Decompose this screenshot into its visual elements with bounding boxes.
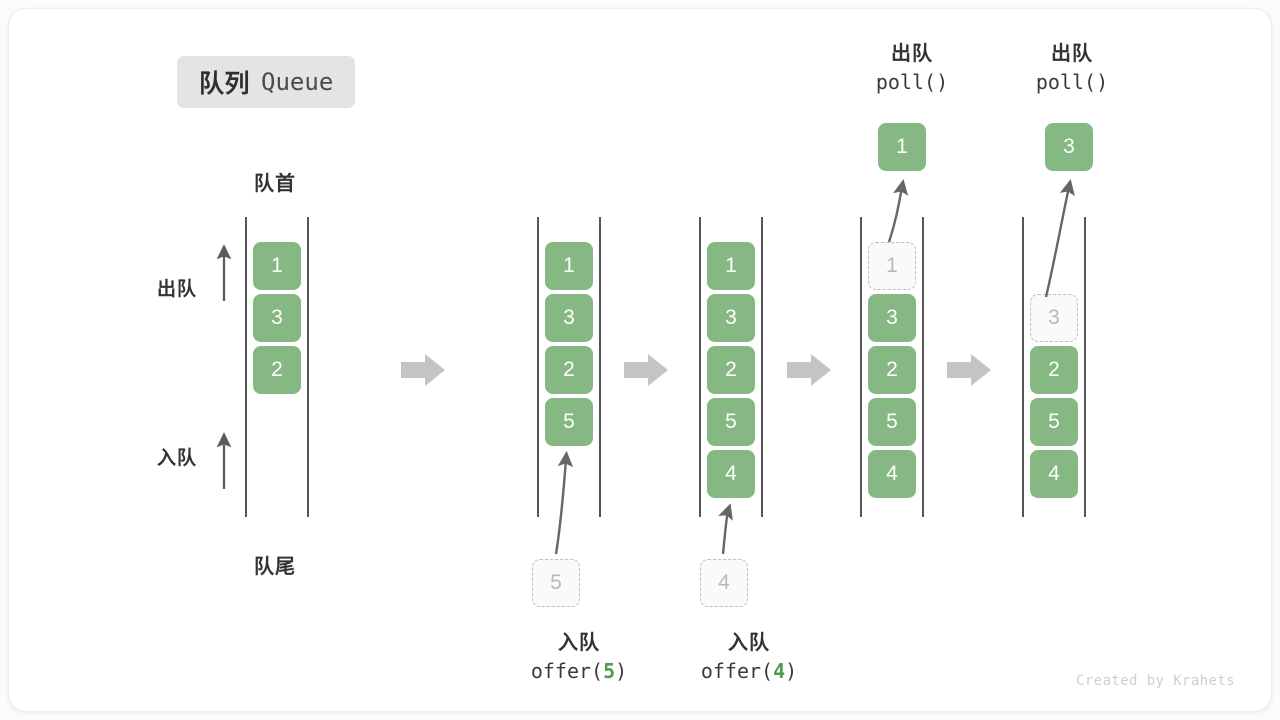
- flow-arrow-1: [401, 354, 445, 386]
- queue-rail-right: [922, 217, 924, 517]
- queue-cell: 2: [868, 346, 916, 394]
- queue-cell: 1: [868, 242, 916, 290]
- queue-rail-right: [307, 217, 309, 517]
- code-suffix: ): [615, 659, 628, 684]
- queue-rail-left: [1022, 217, 1024, 517]
- operation-label-chinese: 入队: [558, 632, 600, 654]
- code-suffix: ): [936, 70, 949, 95]
- pending-element-box-offer-4: 4: [700, 559, 748, 607]
- operation-label-code: poll(): [822, 68, 1002, 96]
- operation-label-offer-5: 入队 offer(5): [489, 629, 669, 686]
- queue-cell: 5: [868, 398, 916, 446]
- watermark: Created by Krahets: [1076, 673, 1235, 689]
- code-argument: 4: [773, 659, 786, 684]
- enqueue-direction-label: 入队: [156, 448, 197, 469]
- queue-cell: 1: [253, 242, 301, 290]
- pending-element-box-offer-5: 5: [532, 559, 580, 607]
- popped-element-box-poll-3: 3: [1045, 123, 1093, 171]
- vector-overlay: [216, 178, 1075, 555]
- operation-label-code: poll(): [982, 68, 1162, 96]
- queue-rail-right: [761, 217, 763, 517]
- queue-head-label: 队首: [254, 173, 296, 195]
- operation-label-chinese: 出队: [891, 43, 933, 65]
- operation-label-code: offer(5): [489, 657, 669, 685]
- queue-cell: 3: [707, 294, 755, 342]
- queue-cell: 5: [1030, 398, 1078, 446]
- queue-cell: 2: [545, 346, 593, 394]
- popped-element-box-poll-1: 1: [878, 123, 926, 171]
- queue-tail-label: 队尾: [254, 556, 296, 578]
- queue-cell: 1: [707, 242, 755, 290]
- operation-label-offer-4: 入队 offer(4): [659, 629, 839, 686]
- flow-arrow-3: [787, 354, 831, 386]
- queue-cell: 2: [1030, 346, 1078, 394]
- code-suffix: ): [1096, 70, 1109, 95]
- code-prefix: offer(: [700, 659, 774, 684]
- operation-label-code: offer(4): [659, 657, 839, 685]
- title-chinese: 队列: [199, 70, 251, 98]
- operation-label-chinese: 入队: [728, 632, 770, 654]
- queue-rail-left: [699, 217, 701, 517]
- queue-cell: 5: [545, 398, 593, 446]
- queue-cell: 5: [707, 398, 755, 446]
- operation-label-poll-3: 出队 poll(): [982, 40, 1162, 97]
- operation-label-poll-1: 出队 poll(): [822, 40, 1002, 97]
- queue-cell: 2: [253, 346, 301, 394]
- queue-cell: 4: [707, 450, 755, 498]
- offer-5-curve-arrow: [554, 450, 574, 555]
- code-prefix: poll(: [1035, 70, 1097, 95]
- code-prefix: offer(: [530, 659, 604, 684]
- flow-arrow-2: [624, 354, 668, 386]
- code-argument: 5: [603, 659, 616, 684]
- offer-4-curve-arrow: [718, 503, 733, 555]
- code-prefix: poll(: [875, 70, 937, 95]
- queue-cell: 2: [707, 346, 755, 394]
- queue-cell: 3: [253, 294, 301, 342]
- title-badge: 队列 Queue: [177, 56, 356, 108]
- queue-cell: 3: [1030, 294, 1078, 342]
- poll-1-curve-arrow: [887, 178, 909, 243]
- queue-cell: 4: [1030, 450, 1078, 498]
- queue-rail-right: [1084, 217, 1086, 517]
- queue-rail-left: [860, 217, 862, 517]
- queue-rail-right: [599, 217, 601, 517]
- dequeue-direction-label: 出队: [156, 279, 197, 300]
- operation-label-chinese: 出队: [1051, 43, 1093, 65]
- queue-cell: 3: [868, 294, 916, 342]
- queue-cell: 3: [545, 294, 593, 342]
- queue-rail-left: [537, 217, 539, 517]
- title-english: Queue: [261, 68, 334, 96]
- code-suffix: ): [785, 659, 798, 684]
- queue-cell: 1: [545, 242, 593, 290]
- poll-3-curve-arrow: [1044, 179, 1075, 298]
- queue-rail-left: [245, 217, 247, 517]
- queue-cell: 4: [868, 450, 916, 498]
- flow-arrow-4: [947, 354, 991, 386]
